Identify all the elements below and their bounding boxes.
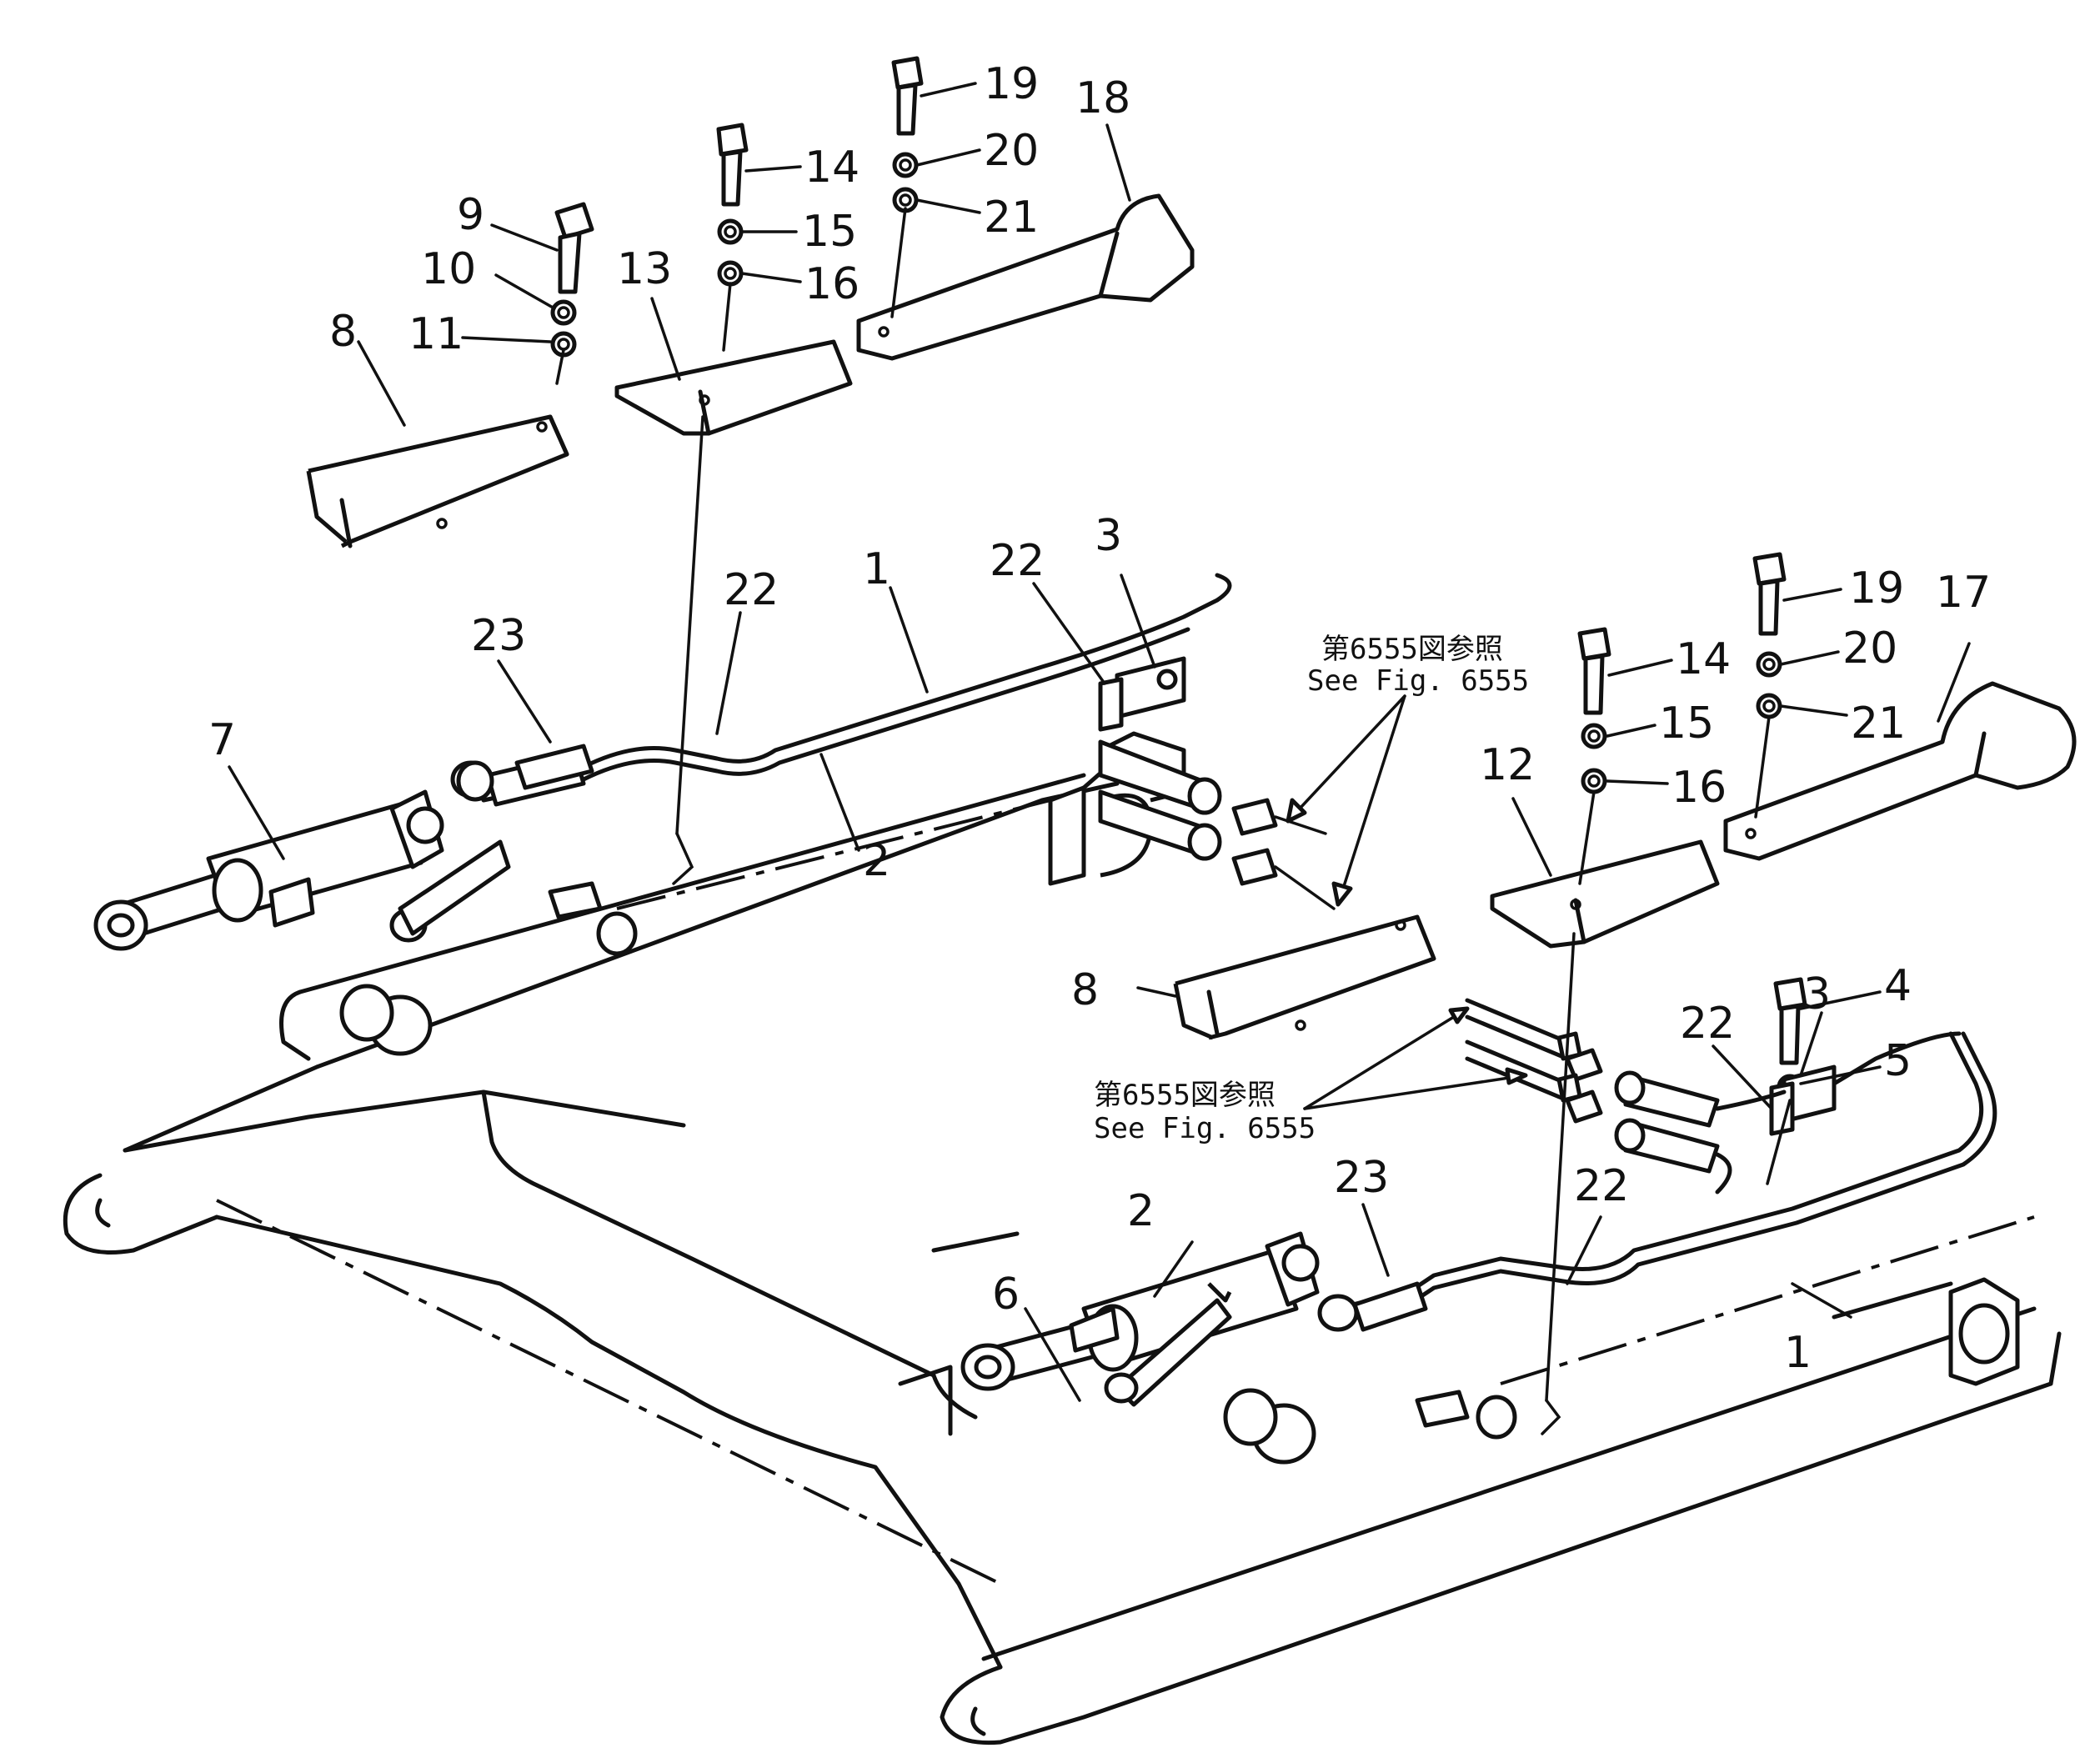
- callout-19: 19: [1849, 563, 1904, 614]
- callout-6: 6: [992, 1270, 1020, 1320]
- callout-22: 22: [990, 536, 1045, 586]
- callout-8: 8: [329, 307, 357, 357]
- bolt-4: [1773, 977, 1807, 1065]
- callout-20: 20: [984, 126, 1039, 176]
- bolt-19-upper: [891, 56, 924, 136]
- callout-4: 4: [1884, 961, 1912, 1011]
- callout-22: 22: [1574, 1161, 1629, 1211]
- bracket-17: [1723, 681, 2077, 861]
- callout-2: 2: [1127, 1186, 1155, 1236]
- callout-12: 12: [1480, 740, 1535, 790]
- left-cylinder-7: [93, 789, 444, 951]
- assembly-lines: [555, 207, 1792, 1435]
- bolt-14-right: [1577, 627, 1611, 715]
- callout-10: 10: [421, 244, 476, 294]
- bolt-9: [554, 202, 594, 294]
- callout-18: 18: [1075, 73, 1130, 123]
- callout-2: 2: [863, 836, 890, 886]
- reference-note-jp: 第6555図参照: [1094, 1079, 1276, 1112]
- bracket-8-upper: [306, 414, 569, 548]
- callout-3: 3: [1095, 511, 1122, 561]
- callout-19: 19: [984, 59, 1039, 109]
- callout-3: 3: [1803, 969, 1831, 1019]
- left-clamp-3: [1098, 656, 1186, 732]
- callout-8: 8: [1071, 965, 1099, 1015]
- washers-upper: [550, 152, 919, 358]
- callout-17: 17: [1936, 568, 1991, 618]
- callout-13: 13: [617, 244, 672, 294]
- bracket-12: [1490, 839, 1720, 949]
- callout-20: 20: [1842, 624, 1897, 674]
- reference-tubes: [1465, 998, 1582, 1103]
- reference-note-en: See Fig. 6555: [1094, 1112, 1316, 1145]
- callout-11: 11: [408, 309, 464, 359]
- leader-lines: [228, 82, 1971, 1402]
- callout-15: 15: [802, 207, 857, 257]
- callout-1: 1: [863, 544, 890, 594]
- callout-22: 22: [1680, 999, 1735, 1049]
- reference-note-upper: 第6555図参照 See Fig. 6555: [1307, 633, 1529, 698]
- left-adapters: [1098, 739, 1336, 910]
- right-fittings: [1223, 1277, 2020, 1465]
- frame: [63, 773, 2062, 1745]
- callout-15: 15: [1659, 699, 1714, 749]
- bracket-18: [856, 193, 1195, 361]
- reference-note-jp: 第6555図参照: [1321, 633, 1503, 666]
- right-cylinder-6: [960, 1231, 1320, 1391]
- callout-21: 21: [1851, 699, 1906, 749]
- callout-14: 14: [804, 143, 860, 193]
- callout-9: 9: [457, 190, 484, 240]
- bracket-8-lower: [1173, 914, 1436, 1040]
- left-hose-23: [456, 744, 594, 802]
- reference-note-en: See Fig. 6555: [1307, 664, 1529, 698]
- callout-23: 23: [471, 611, 526, 661]
- right-clamp-3: [1769, 1031, 1962, 1136]
- callout-labels: 1 1 2 2 3 3 4 5 6 7 8 8 9 10 11 12 13 14…: [208, 59, 1991, 1378]
- callout-16: 16: [804, 259, 860, 309]
- callout-21: 21: [984, 193, 1039, 243]
- callout-14: 14: [1676, 634, 1731, 684]
- reference-note-lower: 第6555図参照 See Fig. 6555: [1094, 1079, 1316, 1145]
- bracket-13: [614, 339, 853, 436]
- callout-16: 16: [1671, 763, 1727, 813]
- callout-23: 23: [1334, 1153, 1389, 1203]
- callout-7: 7: [208, 715, 236, 765]
- callout-1: 1: [1784, 1328, 1812, 1378]
- callout-5: 5: [1884, 1036, 1912, 1086]
- callout-22: 22: [724, 565, 779, 615]
- bolt-14-upper: [716, 123, 749, 207]
- bolt-19-right: [1752, 552, 1787, 636]
